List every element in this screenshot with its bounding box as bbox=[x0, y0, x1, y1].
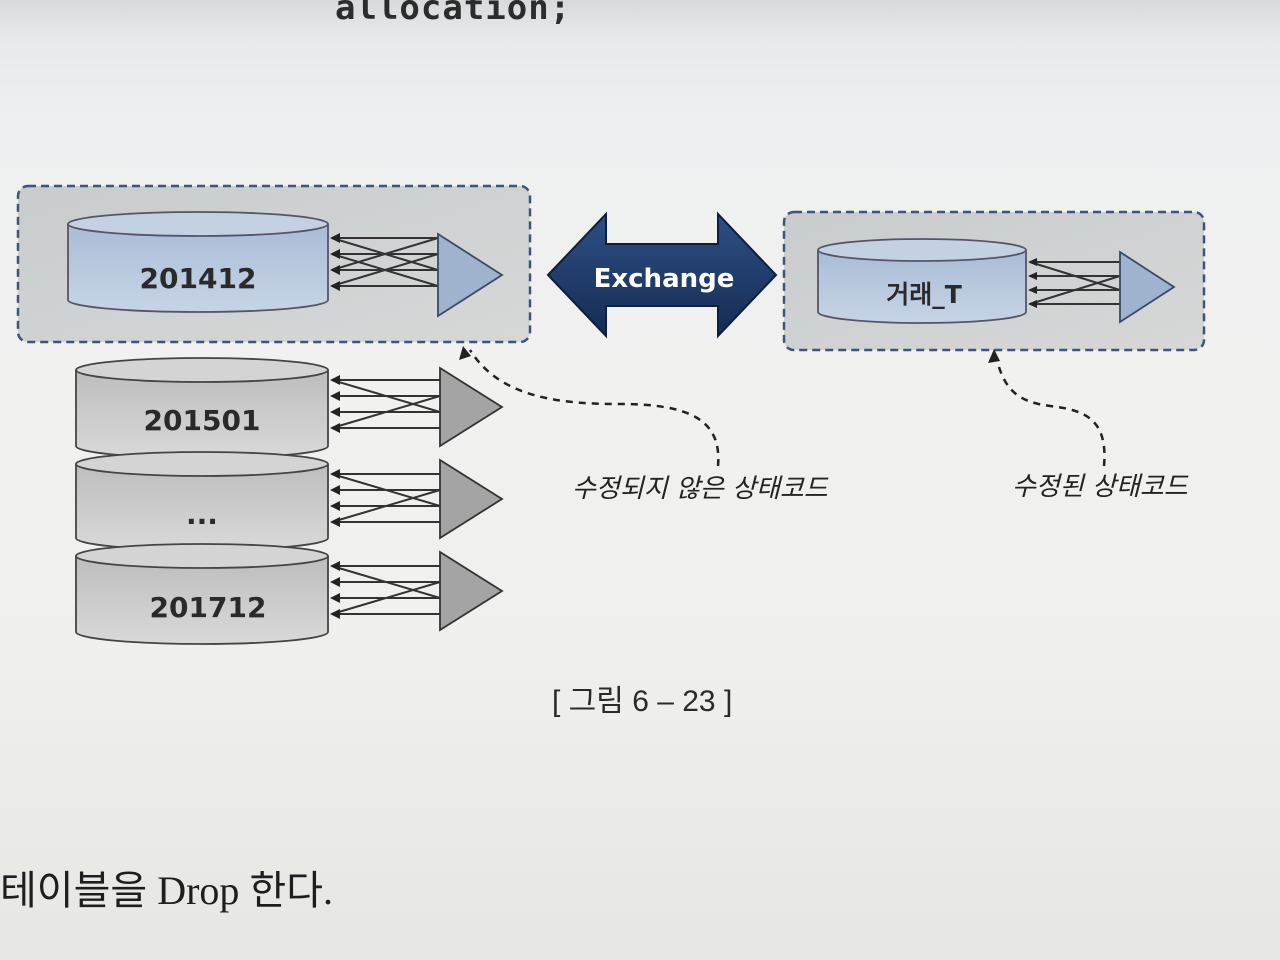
index-connector-201412 bbox=[331, 237, 439, 287]
index-connectors-gray bbox=[331, 379, 441, 615]
page-top-shadow bbox=[0, 0, 1280, 36]
partition-label-201501: 201501 bbox=[144, 404, 261, 437]
annotation-arrowhead-left bbox=[459, 346, 471, 360]
exchange-label: Exchange bbox=[594, 264, 735, 294]
exchange-arrow bbox=[546, 211, 778, 339]
annotation-curve-left bbox=[468, 349, 720, 467]
partition-label-201712: 201712 bbox=[150, 591, 267, 624]
table-label: 거래_T bbox=[886, 280, 962, 309]
arrowheads-201412 bbox=[330, 233, 340, 291]
cylinder-201412 bbox=[67, 211, 329, 313]
index-connector-table bbox=[1029, 261, 1121, 305]
partition-label-201412: 201412 bbox=[140, 262, 257, 295]
body-text-line: 테이블을 Drop 한다. bbox=[0, 868, 334, 913]
partition-stack bbox=[75, 357, 329, 645]
cylinder-table bbox=[817, 238, 1027, 324]
index-triangle-table bbox=[1119, 250, 1176, 324]
figure-caption: [ 그림 6 – 23 ] bbox=[552, 685, 733, 718]
partition-label-ellipsis: ... bbox=[186, 498, 218, 531]
annotation-arrowhead-right bbox=[988, 349, 1000, 363]
index-triangle-201412 bbox=[437, 232, 504, 318]
arrowheads-table bbox=[1028, 258, 1037, 308]
annotation-unmodified: 수정되지 않은 상태코드 bbox=[572, 474, 828, 504]
top-code-text: allocation; bbox=[335, 0, 572, 28]
annotation-modified: 수정된 상태코드 bbox=[1012, 472, 1188, 502]
annotation-curve-right bbox=[994, 355, 1106, 467]
arrowheads-gray bbox=[330, 375, 340, 619]
index-triangles-gray bbox=[439, 366, 504, 632]
